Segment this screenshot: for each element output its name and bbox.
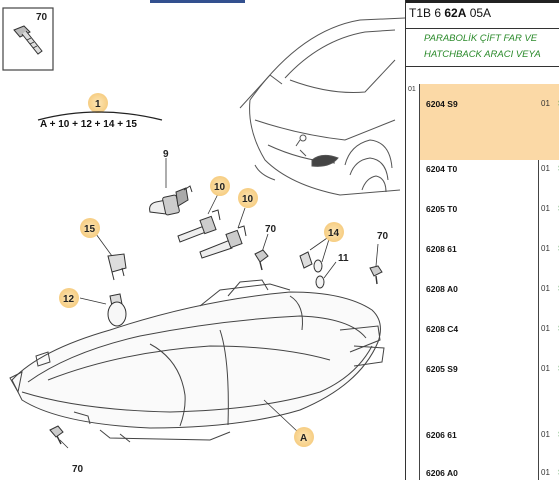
table-row[interactable]: 6208 61 01 S (420, 240, 559, 280)
part-number: 6208 C4 (426, 324, 459, 334)
headlamp-a-pointer (263, 399, 299, 433)
part-number: 6204 S9 (426, 99, 458, 109)
row-quantity: 01 (541, 430, 550, 439)
part-number: 6205 T0 (426, 204, 458, 214)
parts-table: 01 i 6204 S9 01 S 6204 T0 01 S 6205 T0 0… (406, 84, 559, 480)
description-line-1: PARABOLİK ÇİFT FAR VE (424, 33, 538, 44)
callout-10b-circle (238, 188, 258, 208)
bulb-12 (79, 293, 127, 327)
row-quantity: 01 (541, 284, 550, 293)
holder-15 (95, 233, 127, 281)
callout-10a-number: 10 (214, 182, 226, 193)
callout-9-label: 9 (163, 149, 169, 160)
callout-10a-circle (210, 176, 230, 196)
header-divider (406, 28, 559, 29)
part-number: 6208 61 (426, 244, 457, 254)
quantity-column: 01 (406, 84, 420, 480)
parts-list-panel: T1B 6 62A 05A PARABOLİK ÇİFT FAR VE HATC… (405, 0, 559, 480)
screw-icon (13, 25, 43, 55)
reference-group: 62A (444, 6, 467, 20)
reference-prefix: T1B 6 (409, 6, 445, 20)
table-row[interactable]: 6208 A0 01 S (420, 280, 559, 320)
callout-10b-number: 10 (242, 194, 254, 205)
callout-14-circle (324, 222, 344, 242)
row-quantity: 01 (541, 468, 550, 477)
callout-15-number: 15 (84, 224, 96, 235)
top-cut-bar (150, 0, 245, 3)
column-divider (538, 84, 539, 480)
screw-70-right (369, 243, 383, 285)
assembly-formula: 1 A + 10 + 12 + 14 + 15 (37, 93, 163, 130)
row-quantity: 01 (541, 164, 550, 173)
screw-inset: 70 (2, 7, 54, 71)
callout-14-number: 14 (328, 228, 340, 239)
callout-15-circle (80, 218, 100, 238)
quantity-header: 01 (408, 86, 416, 93)
formula-callout-circle (88, 93, 108, 113)
callout-12-circle (59, 288, 79, 308)
screw-70-bottom (49, 425, 69, 449)
row-quantity: 01 (541, 244, 550, 253)
bulb-10a (177, 193, 221, 243)
row-quantity: 01 (541, 99, 550, 108)
row-quantity: 01 (541, 364, 550, 373)
callout-70-bottom-label: 70 (72, 464, 84, 475)
part-number: 6208 A0 (426, 284, 458, 294)
bulb-14 (299, 235, 331, 273)
part-number: 6204 T0 (426, 164, 458, 174)
table-row[interactable]: 6206 61 01 S (420, 424, 559, 458)
description-line-2: HATCHBACK ARACI VEYA (424, 49, 541, 60)
part-number: 6206 61 (426, 430, 457, 440)
headlamp-assembly (9, 279, 385, 443)
bulb-11 (315, 261, 337, 289)
bulb-10b (199, 207, 247, 259)
part-number: 6206 A0 (426, 468, 458, 478)
screw-inset-label: 70 (36, 12, 48, 23)
callout-A-letter: A (300, 433, 307, 444)
table-row[interactable]: 6205 T0 01 S (420, 200, 559, 240)
formula-text: A + 10 + 12 + 14 + 15 (40, 119, 137, 130)
callout-70-right-label: 70 (377, 231, 389, 242)
panel-top-bar (406, 0, 559, 3)
row-quantity: 01 (541, 324, 550, 333)
row-quantity: 01 (541, 204, 550, 213)
car-sketch (239, 17, 405, 196)
bulb-9 (149, 158, 193, 216)
headlamp-exploded-view: 70 1 A + 10 + 12 + 14 + 15 (2, 0, 405, 475)
table-row[interactable]: 6204 T0 01 S (420, 160, 559, 200)
callout-11-label: 11 (338, 253, 349, 264)
reference-suffix: 05A (466, 6, 492, 20)
table-row[interactable]: 6204 S9 01 S (420, 84, 559, 160)
reference-code: T1B 6 62A 05A (409, 6, 491, 20)
parts-diagram: 70 1 A + 10 + 12 + 14 + 15 (2, 0, 405, 475)
screw-70-mid (254, 233, 269, 271)
table-row[interactable]: 6205 S9 01 S (420, 360, 559, 424)
table-row[interactable]: 6208 C4 01 S (420, 320, 559, 360)
description-divider (406, 66, 559, 67)
table-row[interactable]: 6206 A0 01 S (420, 458, 559, 480)
callout-A-circle (294, 427, 314, 447)
part-number: 6205 S9 (426, 364, 458, 374)
callout-70-mid-label: 70 (265, 224, 277, 235)
callout-12-number: 12 (63, 294, 75, 305)
formula-callout-number: 1 (95, 99, 101, 110)
formula-brace (37, 111, 163, 121)
